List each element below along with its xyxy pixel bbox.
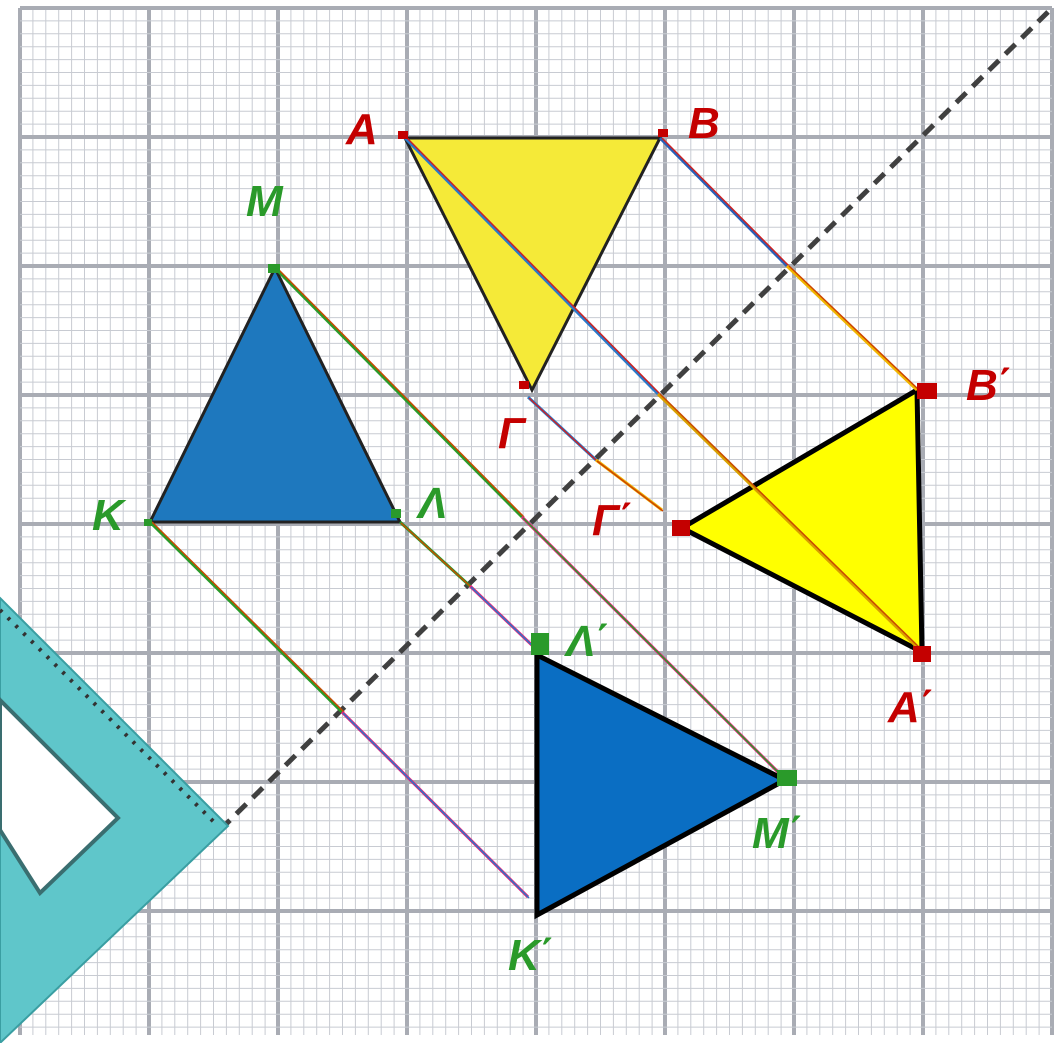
vertex-b-prime-marker xyxy=(917,383,937,399)
label-g-prime: Γ΄ xyxy=(592,496,634,545)
label-g: Γ xyxy=(498,409,527,458)
label-a: A xyxy=(345,105,378,154)
vertex-m-prime-marker xyxy=(777,770,797,786)
triangle-abg-image xyxy=(676,385,925,657)
label-b-prime: B΄ xyxy=(966,361,1012,410)
vertex-l-marker xyxy=(391,509,401,518)
construction-lines-yellow xyxy=(403,136,925,654)
label-m-prime: M΄ xyxy=(752,809,803,858)
construction-lines-blue xyxy=(148,266,780,899)
vertex-markers xyxy=(144,129,937,786)
label-a-prime: A΄ xyxy=(887,683,934,732)
label-b: B xyxy=(688,99,720,148)
label-l: Λ xyxy=(416,479,447,528)
vertex-a-marker xyxy=(398,131,408,139)
label-k-prime: K΄ xyxy=(508,931,554,980)
vertex-m-marker xyxy=(268,264,280,273)
vertex-l-prime-marker xyxy=(531,633,549,655)
vertex-k-marker xyxy=(144,519,152,526)
vertex-a-prime-marker xyxy=(913,646,931,662)
label-m: M xyxy=(246,177,284,226)
label-k: K xyxy=(92,491,127,540)
vertex-g-prime-marker xyxy=(672,520,690,536)
triangle-klm-image xyxy=(534,650,791,920)
vertex-b-marker xyxy=(658,129,668,137)
vertex-g-marker xyxy=(519,381,529,389)
triangle-klm xyxy=(147,264,403,524)
set-square-ruler-icon xyxy=(0,596,230,1043)
symmetry-axis xyxy=(218,6,1054,832)
label-l-prime: Λ΄ xyxy=(564,617,610,666)
